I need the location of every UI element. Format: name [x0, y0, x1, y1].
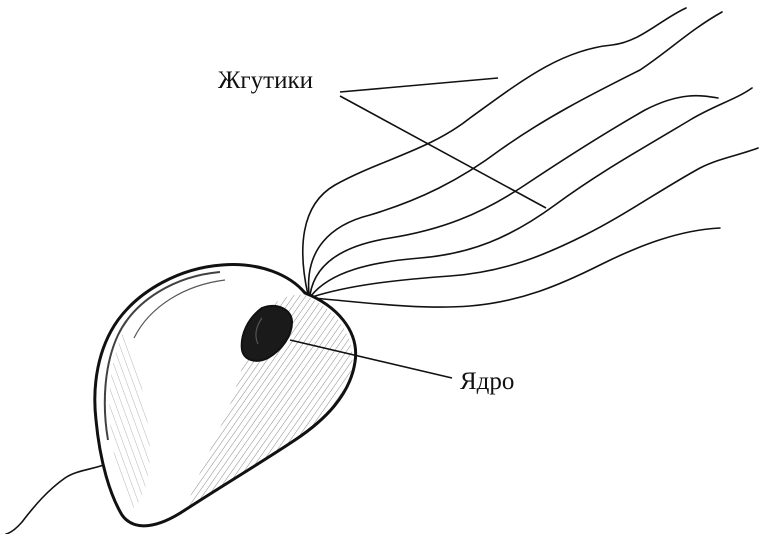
flagella-label: Жгутики — [218, 68, 313, 93]
leader-flagella-2 — [340, 96, 546, 208]
cell-body — [95, 265, 356, 526]
flagellum-6 — [313, 228, 720, 307]
leader-flagella-1 — [340, 78, 498, 92]
flagellum-5 — [312, 148, 758, 297]
nucleus-label: Ядро — [460, 369, 514, 394]
flagellum-2 — [309, 12, 722, 294]
flagellum-4 — [311, 88, 752, 296]
